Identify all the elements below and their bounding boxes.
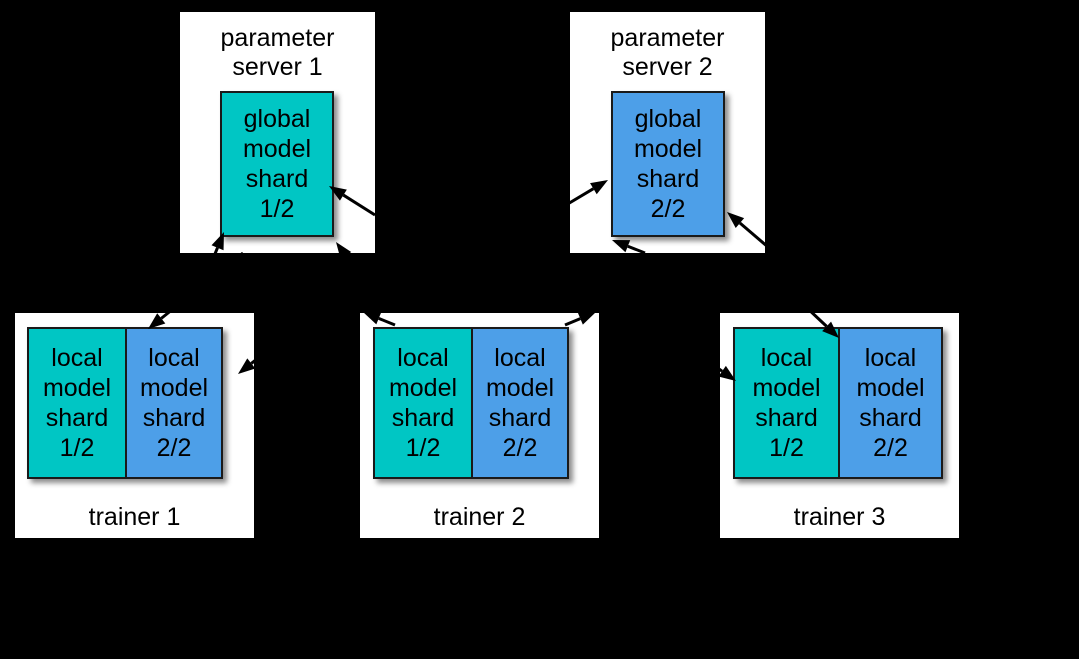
trainer-3-shard-2-label: local model shard 2/2 [856,344,925,462]
trainer-2-shard-pair: local model shard 1/2 local model shard … [373,327,569,479]
trainer-1-shard-pair: local model shard 1/2 local model shard … [27,327,223,479]
trainer-3-title: trainer 3 [793,503,886,531]
trainer-2-shard-2-label: local model shard 2/2 [485,344,555,462]
trainer-2-shard-1-label: local model shard 1/2 [388,344,458,462]
parameter-server-2-title: parameter server 2 [610,24,725,81]
trainer-1-title: trainer 1 [88,503,181,531]
trainer-2-shard-1[interactable]: local model shard 1/2 [375,329,471,477]
trainer-1-shard-1-label: local model shard 1/2 [42,344,112,462]
trainer-1-shard-2-label: local model shard 2/2 [139,344,209,462]
trainer-1-shard-2[interactable]: local model shard 2/2 [124,329,221,477]
parameter-server-2-shard[interactable]: global model shard 2/2 [611,91,725,237]
parameter-server-1-shard[interactable]: global model shard 1/2 [220,91,334,237]
trainer-3-shard-pair: local model shard 1/2 local model shard … [733,327,943,479]
trainer-2-title: trainer 2 [433,503,526,531]
trainer-1-shard-1[interactable]: local model shard 1/2 [29,329,125,477]
parameter-server-1-title: parameter server 1 [220,24,335,81]
parameter-server-1-shard-label: global model shard 1/2 [242,105,312,223]
parameter-server-2-shard-label: global model shard 2/2 [633,105,703,223]
trainer-3-shard-2[interactable]: local model shard 2/2 [837,329,941,477]
trainer-3-shard-1-label: local model shard 1/2 [752,344,821,462]
trainer-2-shard-2[interactable]: local model shard 2/2 [470,329,567,477]
trainer-3-shard-1[interactable]: local model shard 1/2 [735,329,838,477]
